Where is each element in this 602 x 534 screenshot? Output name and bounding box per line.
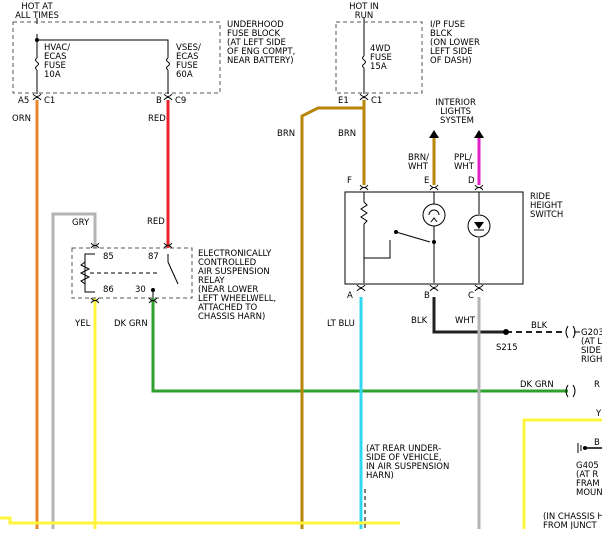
rhs-led-diode-icon xyxy=(474,222,484,229)
c9-connector-icon xyxy=(163,93,173,101)
a5-connector-label: A5 xyxy=(18,96,29,106)
y-edge-label: Y xyxy=(595,409,602,419)
relay-pin-85-label: 85 xyxy=(103,252,114,262)
r-edge-label: R xyxy=(594,380,600,390)
rhs-resistor-icon xyxy=(360,201,368,225)
pin-c-label: C xyxy=(468,291,474,301)
fourwd-fuse-label: 4WD FUSE 15A xyxy=(370,44,395,72)
pin-d-label: D xyxy=(468,176,475,186)
vses-fuse-label: VSES/ ECAS FUSE 60A xyxy=(176,43,204,80)
pin-c-connector-icon xyxy=(474,284,484,292)
red-wire-label-bottom: RED xyxy=(147,217,165,227)
gry-wire-label: GRY xyxy=(72,218,90,228)
g405-ground-icon xyxy=(577,443,582,453)
fourwd-fuse-icon xyxy=(362,55,366,69)
g405-ground-node xyxy=(583,446,587,450)
blk-wire[interactable] xyxy=(432,297,506,334)
c1-right-connector-label: C1 xyxy=(371,96,382,106)
pin-b-label: B xyxy=(424,291,430,301)
rhs-switch-link xyxy=(364,240,391,259)
orn-wire-label: ORN xyxy=(12,114,31,124)
pin-e-connector-icon xyxy=(429,184,439,191)
s215-splice-label: S215 xyxy=(496,343,518,353)
relay-box xyxy=(71,247,193,299)
red-wire-label-top: RED xyxy=(148,114,166,124)
relay-pin-87-label: 87 xyxy=(148,252,159,262)
g405-ground-label: G405 (AT R FRAM MOUN xyxy=(576,461,602,498)
pin-e-label: E xyxy=(424,176,429,186)
relay-coil-frame xyxy=(84,253,95,293)
pin-a-connector-icon xyxy=(356,284,366,292)
bottom-yellow-wire[interactable] xyxy=(0,516,400,525)
brn-wht-wire-label: BRN/WHT xyxy=(408,153,429,172)
e1-connector-label: E1 xyxy=(338,96,349,106)
pin-d-connector-icon xyxy=(474,184,484,191)
rhs-lamp-filament-icon xyxy=(428,209,440,223)
brn-wire[interactable] xyxy=(300,100,366,529)
ppl-wht-arrow-icon xyxy=(474,130,484,138)
relay-pin-86-label: 86 xyxy=(103,285,114,295)
relay-switch-blade xyxy=(167,261,179,285)
rhs-lamp-icon xyxy=(422,203,446,227)
rear-underside-note: (AT REAR UNDER- SIDE OF VEHICLE, IN AIR … xyxy=(366,444,452,481)
interior-lights-label: INTERIOR LIGHTS SYSTEM xyxy=(435,98,478,126)
dk-grn-wire[interactable] xyxy=(151,298,568,393)
pin-a-label: A xyxy=(347,291,353,301)
relay-86-connector-icon xyxy=(90,297,100,304)
wires xyxy=(0,100,602,529)
ip-fuse-block-label: I/P FUSE BLCK (ON LOWER LEFT SIDE OF DAS… xyxy=(430,20,483,66)
g203-ground-label: G203 (AT L SIDE RIGH xyxy=(581,328,602,365)
hvac-fuse-icon xyxy=(35,57,39,71)
wht-wire-label: WHT xyxy=(455,316,476,326)
underhood-fuse-block-label: UNDERHOOD FUSE BLOCK (AT LEFT SIDE OF EN… xyxy=(227,20,298,66)
pin-f-label: F xyxy=(347,176,352,186)
rhs-switch-blade xyxy=(395,231,431,243)
hvac-fuse-label: HVAC/ ECAS FUSE 10A xyxy=(44,43,73,80)
ip-fuse-block xyxy=(335,21,423,94)
relay-pin-30-label: 30 xyxy=(135,285,146,295)
yel-wire-label: YEL xyxy=(74,319,91,329)
relay-85-connector-icon xyxy=(90,242,100,249)
right-yellow-wire[interactable] xyxy=(522,418,602,529)
ride-height-switch-label: RIDE HEIGHT SWITCH xyxy=(530,192,565,220)
relay-30-contact xyxy=(151,288,155,292)
relay-coil-icon xyxy=(79,261,91,285)
ppl-wht-wire-label: PPL/WHT xyxy=(454,153,475,172)
b-connector-label: B xyxy=(156,96,162,106)
c1-right-connector-icon xyxy=(359,93,369,101)
relay-30-connector-icon xyxy=(148,297,158,304)
rhs-led-icon xyxy=(467,214,491,238)
brn-wht-arrow-icon xyxy=(429,130,439,138)
vses-fuse-icon xyxy=(166,57,170,71)
pin-f-connector-icon xyxy=(359,184,369,191)
chassis-note: (IN CHASSIS H FROM JUNCT xyxy=(543,512,602,529)
b-edge-label: B xyxy=(594,438,600,448)
underhood-fuse-block xyxy=(12,21,221,94)
s215-splice-node xyxy=(503,329,509,335)
relay-87-connector-icon xyxy=(163,242,173,249)
blk-wire-label-left: BLK xyxy=(411,316,428,326)
dk-grn-connector-icon xyxy=(565,384,576,398)
blk-wire-label-right: BLK xyxy=(531,321,548,331)
relay-label: ELECTRONICALLY CONTROLLED AIR SUSPENSION… xyxy=(198,249,279,322)
a5-connector-icon xyxy=(32,93,42,101)
lt-blu-wire-label: LT BLU xyxy=(327,319,355,329)
dk-grn-wire-label-right: DK GRN xyxy=(520,380,554,390)
c1-left-connector-label: C1 xyxy=(44,96,55,106)
c9-connector-label: C9 xyxy=(175,96,186,106)
underhood-bus xyxy=(36,34,169,48)
gry-wire[interactable] xyxy=(51,212,97,529)
dk-grn-wire-label: DK GRN xyxy=(114,319,148,329)
pin-b-connector-icon xyxy=(429,284,439,292)
g203-connector-icon xyxy=(565,325,576,339)
brn-wire-label-left: BRN xyxy=(277,129,295,139)
brn-wire-label-right: BRN xyxy=(338,129,356,139)
rhs-switch-contact xyxy=(394,230,398,234)
